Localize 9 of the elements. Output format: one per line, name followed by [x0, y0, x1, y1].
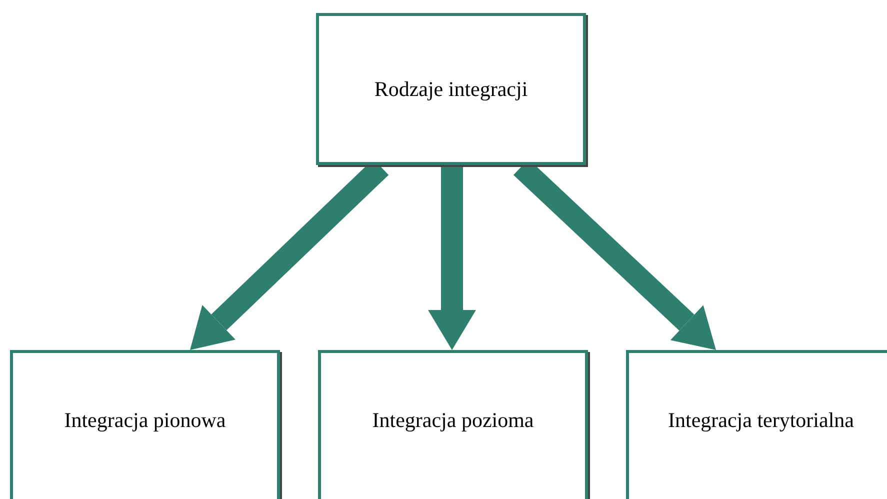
box-label: Integracja terytorialna: [668, 408, 854, 433]
text-box: [316, 13, 586, 165]
text-box: [10, 350, 280, 499]
box-label: Rodzaje integracji: [374, 76, 528, 102]
box-label: Integracja pionowa: [64, 408, 226, 433]
block-arrow: [428, 167, 476, 350]
box-label: Integracja pozioma: [372, 408, 534, 433]
text-box: [318, 350, 588, 499]
text-box: [626, 350, 887, 499]
